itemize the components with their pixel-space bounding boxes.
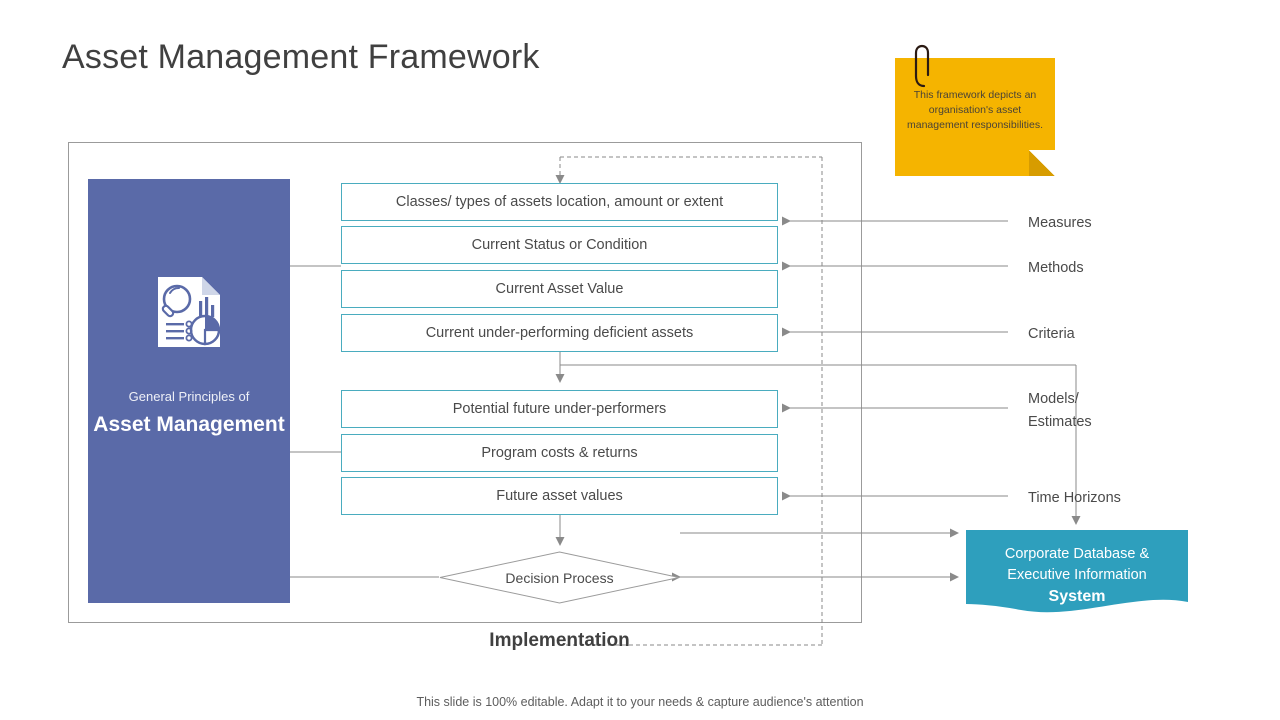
page-title: Asset Management Framework [62, 38, 540, 76]
right-label-methods: Methods [1028, 260, 1084, 276]
right-label-measures: Measures [1028, 215, 1092, 231]
right-label-models: Models/ [1028, 391, 1079, 407]
sticky-note-body [895, 58, 1055, 176]
right-label-time-horizons: Time Horizons [1028, 490, 1121, 506]
process-box[interactable]: Future asset values [341, 477, 778, 515]
panel-subtitle: General Principles of [128, 389, 250, 404]
system-box-text: Corporate Database & Executive Informati… [966, 544, 1188, 607]
document-analytics-icon [158, 277, 221, 347]
process-box[interactable]: Current under-performing deficient asset… [341, 314, 778, 352]
slide-footer: This slide is 100% editable. Adapt it to… [416, 695, 864, 709]
system-box-shape [966, 530, 1188, 613]
decision-diamond[interactable]: Decision Process [439, 551, 680, 604]
process-box[interactable]: Program costs & returns [341, 434, 778, 472]
framework-container [68, 142, 862, 623]
sticky-note: This framework depicts an organisation's… [895, 44, 1055, 176]
implementation-label: Implementation [489, 630, 630, 651]
process-box[interactable]: Potential future under-performers [341, 390, 778, 428]
general-principles-panel: General Principles of Asset Management [88, 179, 290, 603]
right-label-estimates: Estimates [1028, 414, 1092, 430]
process-box[interactable]: Classes/ types of assets location, amoun… [341, 183, 778, 221]
panel-title: Asset Management [93, 413, 285, 436]
sticky-note-fold [1029, 150, 1055, 176]
right-label-criteria: Criteria [1028, 326, 1075, 342]
process-box[interactable]: Current Asset Value [341, 270, 778, 308]
system-box[interactable]: Corporate Database & Executive Informati… [966, 530, 1188, 618]
diamond-shape [439, 551, 680, 604]
sticky-note-text: This framework depicts an organisation's… [907, 89, 1043, 131]
system-line-3: System [1048, 588, 1106, 605]
system-line-1: Corporate Database & [1004, 546, 1150, 562]
paperclip-icon [914, 44, 930, 88]
system-line-2: Executive Information [1007, 567, 1147, 583]
process-box[interactable]: Current Status or Condition [341, 226, 778, 264]
decision-label: Decision Process [505, 569, 614, 586]
